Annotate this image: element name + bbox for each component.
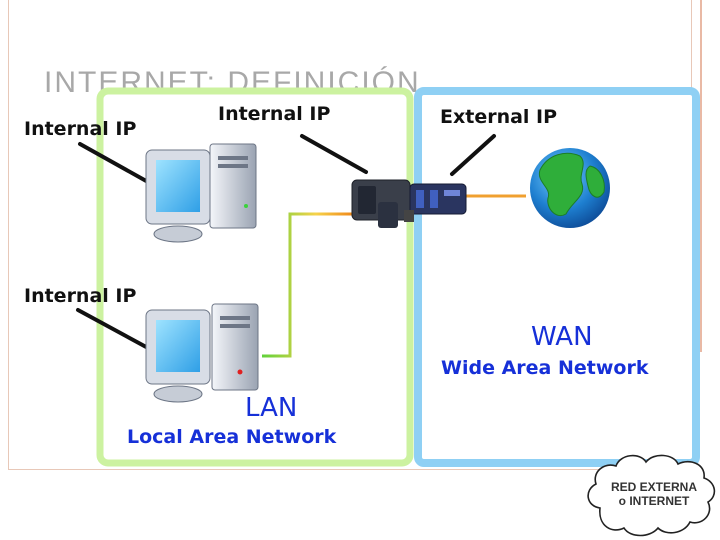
lan-title: LAN [245,393,298,423]
external-ip-label: External IP [440,106,558,128]
internal-ip-label-pc1: Internal IP [24,118,137,140]
wan-subtitle: Wide Area Network [441,357,649,379]
pointer-lines [76,134,496,350]
network-diagram [76,87,700,467]
network-cables [258,194,526,358]
internal-ip-label-pc2: Internal IP [24,285,137,307]
wan-region [414,87,700,467]
internet-cloud-icon [587,454,716,537]
globe-icon [530,148,610,228]
computer-2-icon [145,303,259,403]
wan-title: WAN [531,322,593,352]
cloud-label: RED EXTERNA o INTERNET [594,480,714,508]
cloud-label-line1: RED EXTERNA [610,480,697,494]
computer-1-icon [145,143,257,243]
internal-ip-label-router: Internal IP [218,103,331,125]
router-icon [351,179,467,228]
slide-accent-bar [700,0,720,352]
cloud-label-line2: o INTERNET [618,494,690,508]
lan-subtitle: Local Area Network [127,426,337,448]
